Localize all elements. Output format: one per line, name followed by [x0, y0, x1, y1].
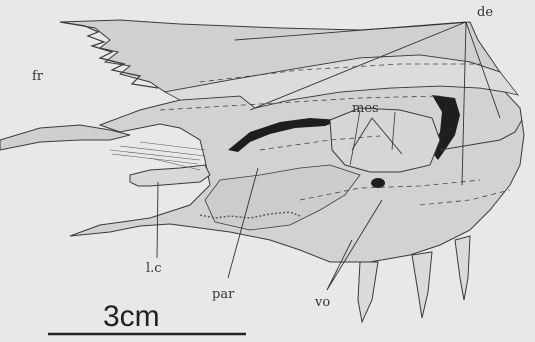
- label-par: par: [212, 287, 235, 302]
- scale-bar-label: 3cm: [103, 300, 160, 333]
- label-mes: mes: [352, 101, 379, 116]
- label-fr: fr: [32, 69, 44, 84]
- mesethmoid: [330, 108, 440, 172]
- label-vo: vo: [314, 295, 330, 310]
- label-lc: l.c: [146, 261, 162, 276]
- label-de: de: [477, 5, 493, 20]
- foramen: [371, 178, 385, 188]
